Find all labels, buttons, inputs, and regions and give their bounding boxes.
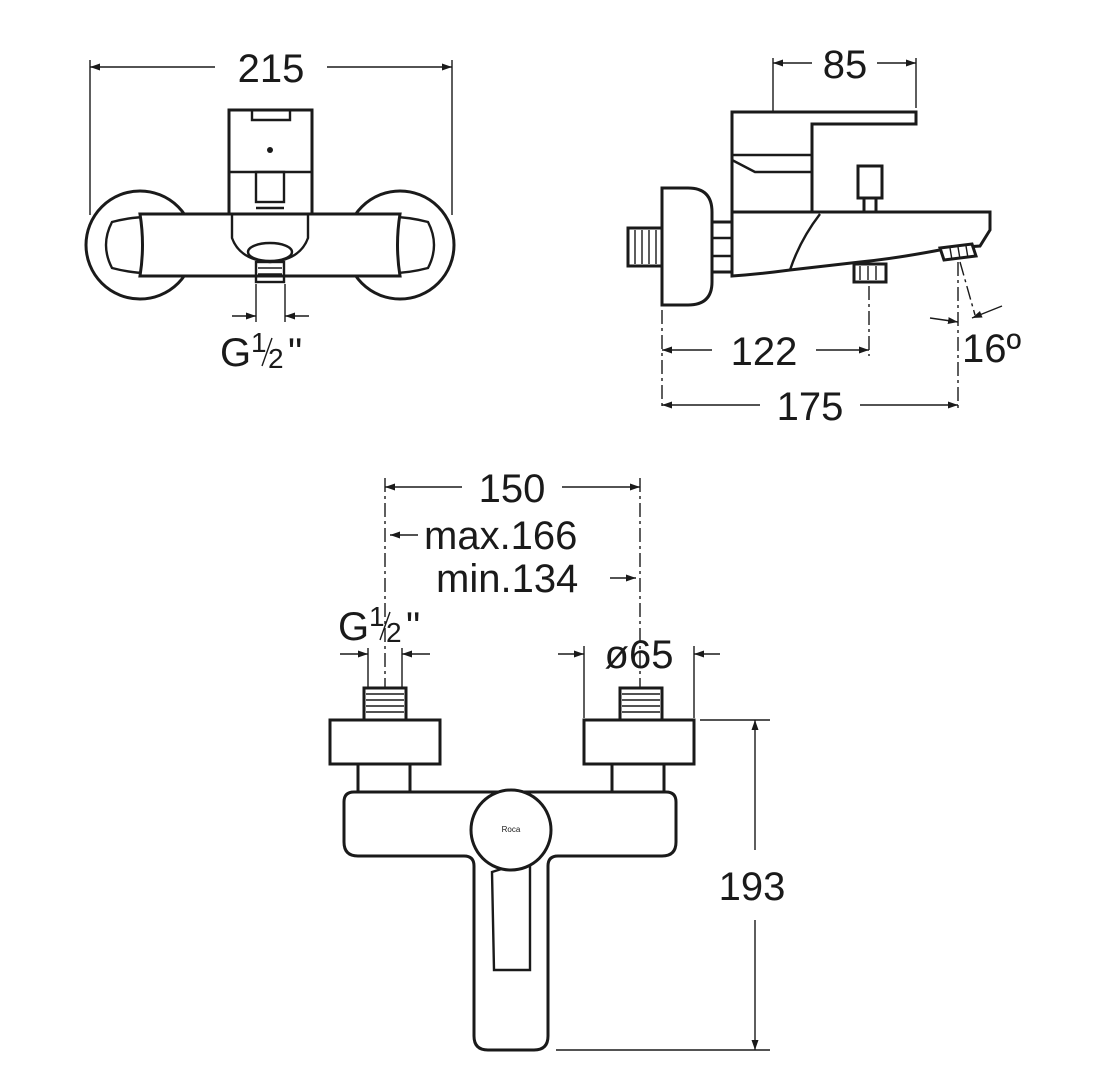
front-lever xyxy=(227,108,314,216)
centers-dimension: 150 xyxy=(385,467,640,511)
brand-logo: Roca xyxy=(502,825,521,834)
height-label: 193 xyxy=(719,865,786,909)
spout-label: 175 xyxy=(777,385,844,429)
diverter-knob xyxy=(856,164,884,200)
svg-text:2: 2 xyxy=(386,617,402,648)
top-view: 150 max.166 min.134 G 1 2 " xyxy=(328,467,786,1052)
max-label: max.166 xyxy=(424,514,577,558)
left-thread xyxy=(362,686,408,722)
outlet-dimension: 122 xyxy=(662,330,869,374)
width-label: 215 xyxy=(238,47,305,91)
side-flange xyxy=(660,186,714,307)
svg-text:2: 2 xyxy=(268,343,284,374)
right-thread xyxy=(618,686,664,722)
depth-label: 85 xyxy=(823,43,868,87)
svg-text:": " xyxy=(288,331,302,375)
aerator xyxy=(937,242,979,262)
front-thread-label: G 1 2 " xyxy=(220,327,302,375)
diameter-label: ø65 xyxy=(605,633,674,677)
left-escutcheon xyxy=(328,718,442,766)
diameter-dimension: ø65 xyxy=(558,633,720,718)
svg-text:G: G xyxy=(220,331,251,375)
height-dimension: 193 xyxy=(556,719,786,1051)
angle-label: 16º xyxy=(962,327,1021,371)
svg-text:G: G xyxy=(338,605,369,649)
front-body xyxy=(138,212,402,278)
max-dimension: max.166 xyxy=(390,514,577,558)
top-body xyxy=(342,790,678,1052)
min-label: min.134 xyxy=(436,557,578,601)
svg-text:1: 1 xyxy=(369,601,385,632)
side-outlet xyxy=(852,262,888,284)
svg-text:": " xyxy=(406,605,420,649)
svg-text:1: 1 xyxy=(251,327,267,358)
angle-dimension: 16º xyxy=(929,305,1021,371)
spout-dimension: 175 xyxy=(662,385,958,429)
outlet-label: 122 xyxy=(731,330,798,374)
front-view: 215 G 1 2 " xyxy=(84,47,456,375)
side-inlet xyxy=(626,226,666,268)
min-dimension: min.134 xyxy=(436,557,636,601)
side-view: 85 xyxy=(626,43,1021,429)
right-escutcheon xyxy=(582,718,696,766)
depth-dimension: 85 xyxy=(773,43,916,87)
cartridge-cap xyxy=(469,788,553,872)
side-lever xyxy=(730,110,918,214)
width-dimension: 215 xyxy=(90,47,452,91)
top-thread-label: G 1 2 " xyxy=(338,601,420,649)
centers-label: 150 xyxy=(479,467,546,511)
